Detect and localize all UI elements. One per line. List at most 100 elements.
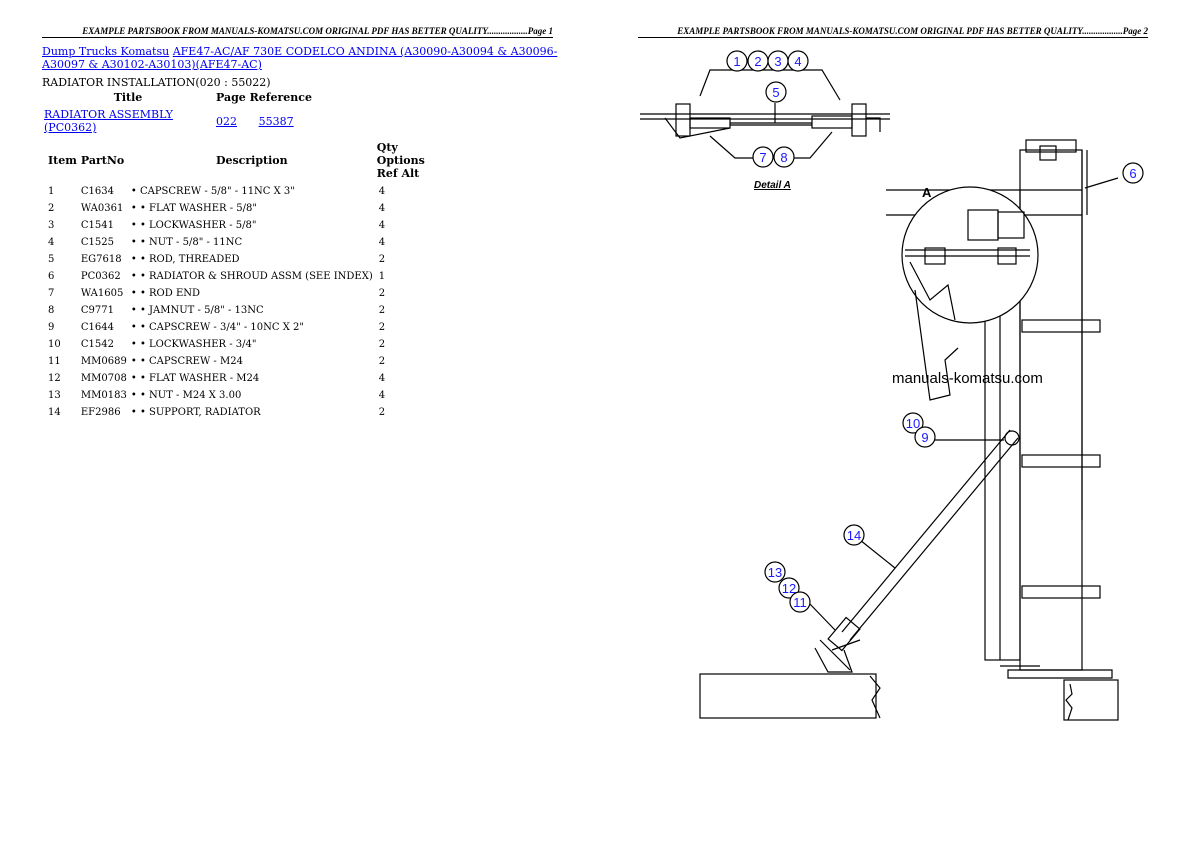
detail-marker-a: A [922, 185, 932, 200]
callout-number: 13 [768, 565, 782, 580]
callout-balloon: 9 [914, 426, 936, 448]
part-item-cell: 12 [48, 373, 61, 384]
section-title: RADIATOR INSTALLATION(020 : 55022) [42, 76, 271, 89]
breadcrumb-link-model[interactable]: AFE47-AC/AF 730E CODELCO ANDINA (A30090-… [42, 45, 558, 71]
part-number-cell: C1541 [80, 220, 114, 231]
callout-balloon: 6 [1122, 162, 1144, 184]
part-number-cell: MM0708 [80, 373, 127, 384]
ref-header-title: Title [113, 91, 143, 104]
ref-header-page-reference: Page Reference [216, 91, 312, 104]
part-description-cell: • • SUPPORT, RADIATOR [130, 407, 261, 418]
part-item-cell: 1 [48, 186, 55, 197]
parts-header-item: Item [48, 154, 77, 167]
part-description-cell: • • NUT - M24 X 3.00 [130, 390, 242, 401]
callout-number: 14 [847, 528, 861, 543]
part-description-cell: • • FLAT WASHER - M24 [130, 373, 260, 384]
callout-number: 11 [793, 595, 807, 610]
table-row: 12 MM0708• • FLAT WASHER - M24 4 [42, 370, 427, 387]
page-header-1: EXAMPLE PARTSBOOK FROM MANUALS-KOMATSU.C… [42, 26, 553, 38]
part-number-cell: EG7618 [80, 254, 122, 265]
table-row: 10 C1542 • • LOCKWASHER - 3/4" 2 [42, 336, 427, 353]
table-row: 3 C1541 • • LOCKWASHER - 5/8" 4 [42, 217, 427, 234]
part-item-cell: 6 [48, 271, 55, 282]
reference-row: RADIATOR ASSEMBLY (PC0362) 022 55387 [42, 108, 314, 134]
part-item-cell: 11 [48, 356, 61, 367]
part-qty-cell: 2 [378, 254, 386, 265]
part-description-cell: • • FLAT WASHER - 5/8" [130, 203, 257, 214]
part-qty-cell: 1 [378, 271, 386, 282]
ref-title-link[interactable]: RADIATOR ASSEMBLY (PC0362) [44, 108, 173, 134]
callout-number: 3 [774, 54, 781, 69]
part-item-cell: 8 [48, 305, 55, 316]
part-qty-cell: 4 [378, 203, 386, 214]
callout-number: 8 [780, 150, 787, 165]
part-number-cell: C1644 [80, 322, 114, 333]
page-header-2: EXAMPLE PARTSBOOK FROM MANUALS-KOMATSU.C… [638, 26, 1148, 38]
callout-balloon: 2 [747, 50, 769, 72]
part-qty-cell: 2 [378, 288, 386, 299]
part-qty-cell: 2 [378, 339, 386, 350]
part-item-cell: 13 [48, 390, 61, 401]
part-description-cell: • • LOCKWASHER - 3/4" [130, 339, 257, 350]
part-item-cell: 7 [48, 288, 55, 299]
part-number-cell: C1525 [80, 237, 114, 248]
part-number-cell: MM0183 [80, 390, 127, 401]
callout-balloon: 10 [902, 412, 924, 434]
part-number-cell: EF2986 [80, 407, 121, 418]
watermark-text: manuals-komatsu.com [892, 370, 1043, 387]
part-number-cell: WA1605 [80, 288, 124, 299]
part-description-cell: • CAPSCREW - 5/8" - 11NC X 3" [130, 186, 295, 197]
callout-number: 1 [733, 54, 740, 69]
parts-header-partno: PartNo [80, 154, 125, 167]
part-qty-cell: 2 [378, 305, 386, 316]
reference-table: Title Page Reference RADIATOR ASSEMBLY (… [42, 91, 314, 134]
part-item-cell: 9 [48, 322, 55, 333]
part-qty-cell: 4 [378, 186, 386, 197]
part-item-cell: 10 [48, 339, 61, 350]
table-row: 7 WA1605 • • ROD END 2 [42, 285, 427, 302]
part-item-cell: 14 [48, 407, 61, 418]
callout-balloon: 4 [787, 50, 809, 72]
part-description-cell: • • ROD, THREADED [130, 254, 240, 265]
table-row: 1 C1634 • CAPSCREW - 5/8" - 11NC X 3" 4 [42, 183, 427, 200]
part-number-cell: C1634 [80, 186, 114, 197]
part-qty-cell: 4 [378, 373, 386, 384]
callout-number: 9 [921, 430, 928, 445]
parts-header-description: Description [215, 154, 288, 167]
part-description-cell: • • ROD END [130, 288, 201, 299]
callout-balloon: 5 [765, 81, 787, 103]
part-number-cell: C1542 [80, 339, 114, 350]
part-description-cell: • • JAMNUT - 5/8" - 13NC [130, 305, 264, 316]
callout-balloon: 12 [778, 577, 800, 599]
callout-number: 5 [772, 85, 779, 100]
part-description-cell: • • LOCKWASHER - 5/8" [130, 220, 257, 231]
part-qty-cell: 2 [378, 322, 386, 333]
callout-balloon: 8 [773, 146, 795, 168]
breadcrumb-link-dump-trucks[interactable]: Dump Trucks Komatsu [42, 45, 170, 58]
breadcrumb: Dump Trucks Komatsu AFE47-AC/AF 730E COD… [42, 45, 562, 71]
part-item-cell: 4 [48, 237, 55, 248]
ref-number-link[interactable]: 55387 [258, 114, 294, 128]
part-qty-cell: 4 [378, 220, 386, 231]
callout-number: 10 [906, 416, 920, 431]
parts-table: Item PartNo Description Qty Options Ref … [42, 141, 427, 421]
part-number-cell: PC0362 [80, 271, 121, 282]
part-description-cell: • • CAPSCREW - M24 [130, 356, 243, 367]
part-qty-cell: 4 [378, 237, 386, 248]
detail-a-label: Detail A [754, 180, 791, 191]
part-item-cell: 3 [48, 220, 55, 231]
part-qty-cell: 2 [378, 356, 386, 367]
parts-header-qty-options: Qty Options Ref Alt [376, 141, 425, 180]
callout-number: 6 [1129, 166, 1136, 181]
callout-number: 12 [782, 581, 796, 596]
part-item-cell: 5 [48, 254, 55, 265]
ref-page-link[interactable]: 022 [216, 114, 237, 128]
